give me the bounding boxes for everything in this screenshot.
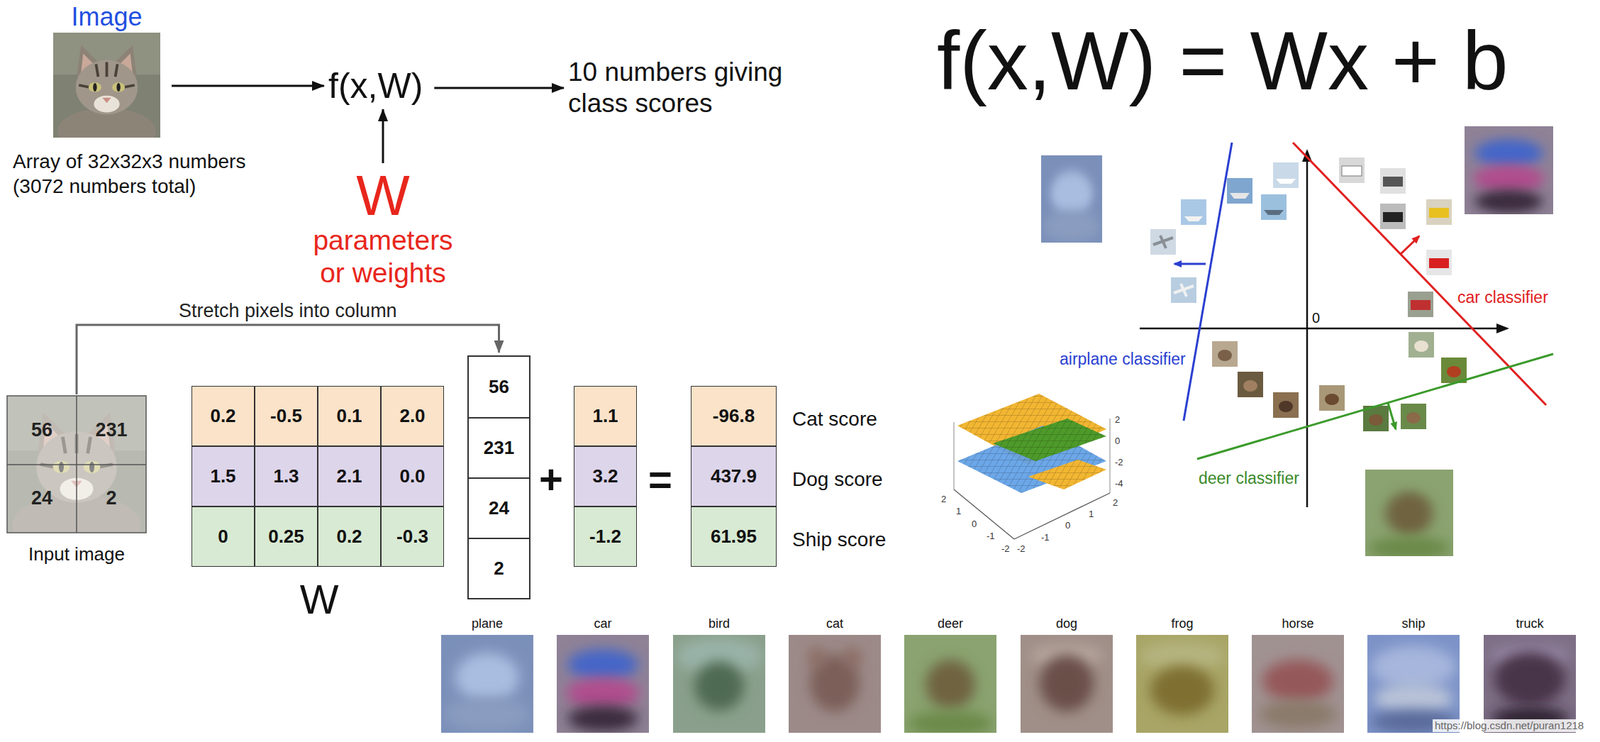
weights-node: Wparameters or weights xyxy=(303,167,463,290)
flow-arrow xyxy=(382,109,385,164)
weights-caption: parameters or weights xyxy=(303,224,463,290)
pixel-value: 24 xyxy=(7,463,77,533)
weights-symbol: W xyxy=(303,167,463,225)
score-name: Dog score xyxy=(792,448,883,510)
classifier-label: deer classifier xyxy=(1197,468,1301,488)
watermark: https://blog.csdn.net/puran1218 xyxy=(1432,719,1586,732)
classifier-label: car classifier xyxy=(1456,287,1550,308)
template-name: car xyxy=(556,614,649,633)
class-templates-row xyxy=(441,634,1576,737)
axis-tick: 1 xyxy=(1088,508,1094,520)
input-image: 56231242Input image xyxy=(7,395,147,565)
image-description: Array of 32x32x3 numbers (3072 numbers t… xyxy=(12,148,261,199)
axis-tick: 2 xyxy=(1114,414,1120,426)
class-templates-plot xyxy=(1041,126,1554,559)
photo-space xyxy=(53,31,161,138)
bias-cell: 1.1 xyxy=(573,385,637,447)
axis-tick: 0 xyxy=(971,518,977,530)
classifier-lines xyxy=(1174,142,1554,459)
formula: f(x,W) = Wx + b xyxy=(936,14,1509,108)
template-name: bird xyxy=(673,614,766,633)
axis-tick: -2 xyxy=(1114,456,1124,469)
pixel-value: 56 xyxy=(7,395,77,464)
matrix-name: W xyxy=(283,575,355,623)
input-image-photo xyxy=(7,395,147,555)
axis-tick: -2 xyxy=(1001,543,1010,555)
pixel-grid: 56231242 xyxy=(7,395,147,533)
axis-tick: -1 xyxy=(986,530,996,542)
weight-cell: 0.25 xyxy=(254,506,318,567)
thumbnails xyxy=(1150,157,1467,432)
image-heading: Image xyxy=(53,2,161,32)
equals-sign: = xyxy=(642,456,679,503)
axis-tick: 1 xyxy=(956,505,961,518)
template-name: deer xyxy=(904,614,997,633)
bias-cell: -1.2 xyxy=(573,506,637,567)
origin-label: 0 xyxy=(1312,309,1320,327)
weight-cell: 2.1 xyxy=(317,446,381,507)
weight-cell: 1.3 xyxy=(254,446,318,507)
template-name: ship xyxy=(1367,614,1460,633)
cat-photo xyxy=(53,32,161,155)
template-name: truck xyxy=(1483,614,1576,633)
function-label: f(x,W) xyxy=(328,65,423,107)
flow-arrow xyxy=(434,87,564,90)
axis-tick: -4 xyxy=(1114,478,1124,490)
image-node: Image xyxy=(53,2,161,138)
output-note: 10 numbers giving class scores xyxy=(568,56,810,120)
axis-tick: 2 xyxy=(941,493,947,505)
template-name: horse xyxy=(1251,614,1344,633)
weight-cell: 2.0 xyxy=(380,385,444,447)
column-cell: 56 xyxy=(468,356,530,418)
weight-cell: 0 xyxy=(191,506,255,567)
column-cell: 2 xyxy=(468,537,530,598)
feature-plane-axes xyxy=(1139,148,1510,508)
axis-tick: -1 xyxy=(1041,531,1050,544)
axis-tick: 0 xyxy=(1065,519,1071,532)
score-name: Cat score xyxy=(792,388,878,449)
flow-arrow xyxy=(171,85,325,88)
weight-cell: 0.2 xyxy=(191,385,255,447)
weight-cell: 0.1 xyxy=(317,385,381,447)
axis-tick: 2 xyxy=(1112,497,1118,509)
classifier-label: airplane classifier xyxy=(1058,348,1188,369)
score-cell: -96.8 xyxy=(690,385,777,447)
connector-label: Stretch pixels into column xyxy=(175,299,400,322)
bias-cell: 3.2 xyxy=(573,446,637,507)
surface-plot xyxy=(953,393,1110,540)
image-caption: Input image xyxy=(7,543,147,565)
axis-tick: -2 xyxy=(1017,543,1026,555)
pixel-value: 231 xyxy=(76,395,147,464)
axis-tick: 0 xyxy=(1114,435,1120,447)
weight-cell: 1.5 xyxy=(191,446,255,507)
score-cell: 437.9 xyxy=(690,446,777,507)
weight-cell: -0.5 xyxy=(254,385,318,447)
weight-cell: 0.0 xyxy=(380,446,444,507)
stretch-connector xyxy=(76,324,500,395)
template-name: plane xyxy=(441,614,534,633)
template-name: dog xyxy=(1020,614,1113,633)
column-cell: 231 xyxy=(468,417,530,478)
score-name: Ship score xyxy=(792,509,886,570)
score-cell: 61.95 xyxy=(690,506,777,567)
plus-sign: + xyxy=(533,456,569,503)
output-text: 10 numbers giving class scores xyxy=(568,56,810,120)
function-box: f(x,W) xyxy=(328,65,423,107)
pixel-value: 2 xyxy=(76,463,147,533)
template-name: frog xyxy=(1136,614,1229,633)
weight-cell: -0.3 xyxy=(380,506,444,567)
template-name: cat xyxy=(788,614,881,633)
weight-cell: 0.2 xyxy=(317,506,381,567)
column-cell: 24 xyxy=(468,477,530,538)
pixel-column: 56231242 xyxy=(467,355,531,600)
